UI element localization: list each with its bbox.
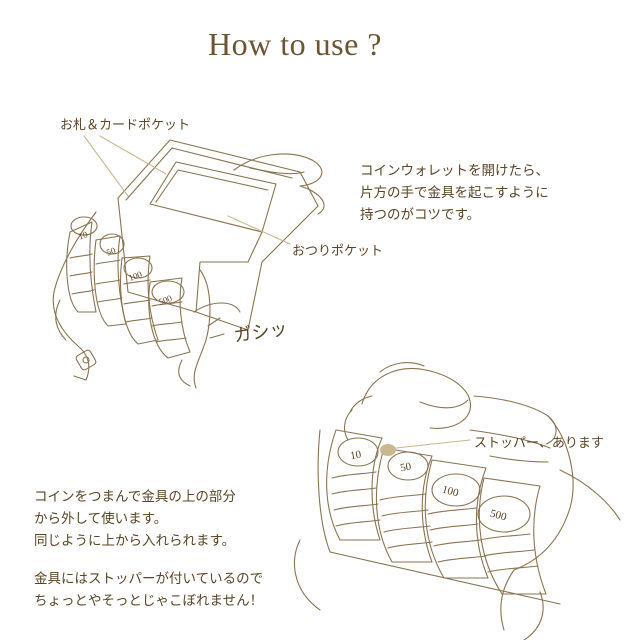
stopper-label: ストッパー、あります <box>474 436 604 451</box>
coin-50-top: 50 <box>105 245 117 258</box>
coin-50-bottom: 50 <box>399 460 412 474</box>
open-wallet-drawing <box>53 136 324 388</box>
page-title: How to use ? <box>208 26 382 62</box>
coin-500-top: 500 <box>157 293 174 307</box>
change-pocket-label: おつりポケット <box>292 244 384 259</box>
tip-remove-text: コインをつまんで金具の上の部分 から外して使います。 同じように上から入れられま… <box>34 489 236 549</box>
coin-100-top: 100 <box>127 269 144 283</box>
coin-10-top: 10 <box>77 229 89 242</box>
tip-open-text: コインウォレットを開けたら、 片方の手で金具を起こすように 持つのがコツです。 <box>360 163 549 223</box>
coin-10-bottom: 10 <box>349 448 362 462</box>
coin-holder-drawing <box>295 363 620 640</box>
coin-500-bottom: 500 <box>489 508 509 524</box>
coin-100-bottom: 100 <box>441 484 461 500</box>
tip-stopper-text: 金具にはストッパーが付いているので ちょっとやそっとじゃこぼれません！ <box>34 571 264 609</box>
bill-card-pocket-label: お札＆カードポケット <box>60 118 191 133</box>
